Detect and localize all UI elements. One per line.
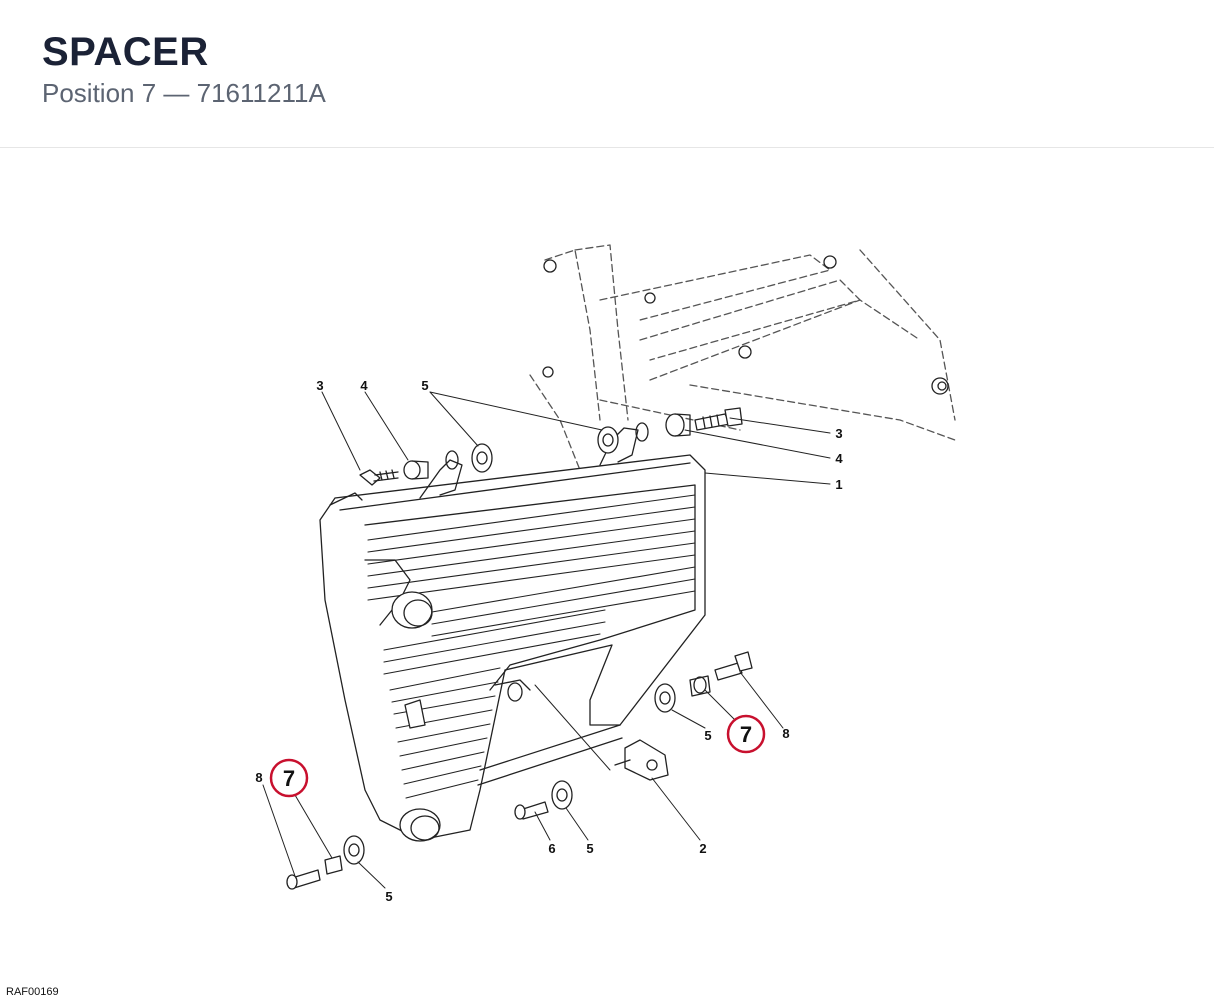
callout-7-left: 7: [283, 766, 295, 791]
callout-2-bracket: 2: [699, 841, 706, 856]
callout-4-upper-left: 4: [360, 378, 368, 393]
callout-5-lower-left: 5: [385, 889, 392, 904]
page-title: SPACER: [42, 30, 209, 74]
callout-5-lower-middle: 5: [586, 841, 593, 856]
upper-left-fasteners: [359, 443, 493, 486]
callout-8-right: 8: [782, 726, 789, 741]
frame-bosses: [542, 255, 949, 395]
highlight-ring-left: [269, 758, 309, 798]
callout-7-right: 7: [740, 722, 752, 747]
bracket: [624, 739, 669, 781]
page-subtitle: Position 7 — 71611211A: [42, 78, 326, 108]
upper-right-fasteners: [597, 407, 743, 454]
callout-3-upper-left: 3: [316, 378, 323, 393]
highlight-ring-right: [726, 714, 766, 754]
lower-middle-fasteners: [514, 780, 573, 820]
leader-lines: [262, 391, 831, 889]
reference-code: RAF00169: [6, 986, 59, 998]
lower-left-fasteners: [286, 835, 365, 890]
highlight-callout-7-left: 7: [269, 758, 309, 798]
exploded-parts-diagram: 3 4 5 3 4 1 8 5 6 5 2 5 8 7 7: [255, 244, 956, 904]
callout-1-radiator: 1: [835, 477, 842, 492]
frame-outline: [529, 244, 956, 471]
highlight-callout-7-right: 7: [726, 714, 766, 754]
callout-6: 6: [548, 841, 555, 856]
callout-3-right: 3: [835, 426, 842, 441]
callout-5-upper: 5: [421, 378, 428, 393]
radiator-body: [319, 454, 706, 841]
header: SPACER Position 7 — 71611211A: [0, 0, 1214, 148]
lower-right-fasteners: [654, 651, 753, 713]
callout-4-right: 4: [835, 451, 843, 466]
callout-8-left: 8: [255, 770, 262, 785]
callout-5-lower-right: 5: [704, 728, 711, 743]
